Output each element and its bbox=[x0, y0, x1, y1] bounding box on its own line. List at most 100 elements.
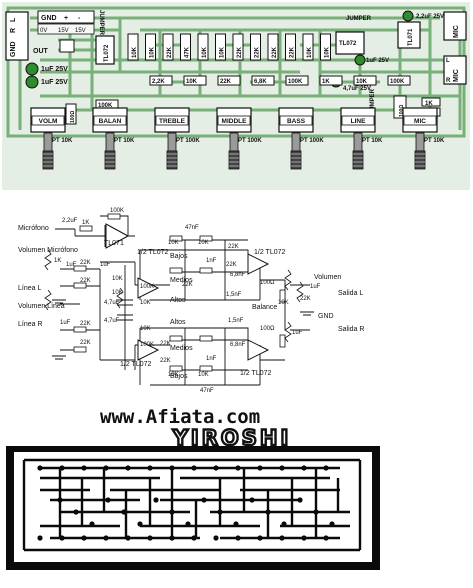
label-salida-l: Salida L bbox=[338, 290, 363, 297]
ic-chip-2: TL072 bbox=[335, 31, 365, 55]
value-bottom: 100Ω bbox=[260, 326, 275, 332]
resistor-top: 22K bbox=[162, 33, 174, 61]
resistor-top: 10K bbox=[302, 33, 314, 61]
value-bottom: 10K bbox=[168, 372, 179, 378]
label-balance: Balance bbox=[252, 304, 277, 311]
cap-left-2-label: 1uF 25V bbox=[41, 79, 68, 86]
pot-value: PT 10K bbox=[362, 138, 383, 144]
supply-15v-pos: 15V bbox=[58, 28, 69, 34]
connector-gnd-label: GND bbox=[10, 41, 17, 57]
resistor-top: 22K bbox=[267, 33, 279, 61]
opamp-bottom-right bbox=[247, 339, 270, 361]
opamp-label-2: 1/2 TL072 bbox=[254, 249, 286, 256]
cap-right-3-label: 4,7uF 25V bbox=[343, 86, 371, 92]
potentiometer: BALAN PT 10K bbox=[92, 107, 135, 170]
pot-label: VOLM bbox=[39, 118, 58, 125]
mic-connector-bottom: MIC bbox=[443, 55, 467, 85]
svg-text:22K: 22K bbox=[237, 46, 243, 58]
pot-label: BALAN bbox=[99, 118, 122, 125]
opamp-label-1: 1/2 TL072 bbox=[137, 249, 169, 256]
svg-text:100K: 100K bbox=[390, 79, 405, 85]
label-linea-l: Línea L bbox=[18, 285, 41, 292]
tone-medios-top: Medios bbox=[170, 277, 193, 284]
jumper-label-2: JUMPER bbox=[346, 16, 372, 22]
svg-text:100K: 100K bbox=[98, 103, 113, 109]
opamp-label-3: 1/2 TL072 bbox=[120, 361, 152, 368]
out-label: OUT bbox=[33, 48, 49, 55]
value-top: 22K bbox=[228, 244, 239, 250]
value-top: 1K bbox=[82, 220, 89, 226]
pot-label: LINE bbox=[351, 118, 366, 125]
resistor-top: 22K bbox=[285, 33, 296, 61]
jumper-label-1: JUMPER bbox=[98, 10, 104, 36]
opamp-mic bbox=[105, 223, 130, 249]
value-bottom: 6,8nF bbox=[230, 342, 246, 348]
svg-text:10K: 10K bbox=[202, 46, 208, 58]
resistor-middle: 10K bbox=[353, 75, 377, 86]
value-top: 1nF bbox=[206, 258, 217, 264]
resistor-middle: 1K bbox=[319, 75, 343, 86]
resistor-top: 47K bbox=[180, 33, 191, 61]
resistor-middle: 6,8K bbox=[251, 75, 275, 86]
tone-medios-bottom: Medios bbox=[170, 345, 193, 352]
svg-text:22K: 22K bbox=[255, 46, 261, 58]
value-top: 4,7uF bbox=[104, 300, 120, 306]
value-top: 22K bbox=[182, 282, 193, 288]
supply-gnd: GND bbox=[41, 15, 57, 22]
value-left: 1K bbox=[54, 258, 61, 264]
resistor-row-top: 10K 10K 22K 47K 10K 10K 22K 22K 22K 22K 10K 10K bbox=[127, 33, 331, 61]
resistor-top: 10K bbox=[127, 33, 139, 61]
capacitor-left-1 bbox=[25, 62, 39, 76]
pot-value: PT 10K bbox=[114, 138, 135, 144]
ic-chip-3: TL071 bbox=[397, 21, 421, 49]
potentiometer: LINE PT 10K bbox=[340, 107, 383, 170]
svg-text:10K: 10K bbox=[356, 79, 368, 85]
svg-text:10K: 10K bbox=[325, 46, 331, 58]
jumper-label-3: JUMPER bbox=[370, 88, 376, 114]
value-bottom: 1nF bbox=[206, 356, 217, 362]
label-salida-r: Salida R bbox=[338, 326, 364, 333]
value-top: 6,8nF bbox=[230, 272, 246, 278]
svg-text:100K: 100K bbox=[288, 79, 303, 85]
value-bottom: 100Ω bbox=[260, 280, 275, 286]
supply-header: GND + - 0V 15V 15V bbox=[37, 10, 95, 35]
supply-0v: 0V bbox=[40, 28, 47, 34]
value-left: 10K bbox=[112, 290, 123, 296]
resistor-middle: 10K bbox=[183, 75, 207, 86]
svg-text:1K: 1K bbox=[425, 101, 433, 107]
resistor-middle: 100K bbox=[285, 75, 309, 86]
resistor-top: 22K bbox=[250, 33, 261, 61]
svg-text:10K: 10K bbox=[150, 46, 156, 58]
capacitor-left-2 bbox=[25, 75, 39, 89]
opamp-symbols bbox=[105, 223, 270, 361]
label-microfono: Micrófono bbox=[18, 225, 49, 232]
value-bottom: 4,7uF bbox=[104, 318, 120, 324]
svg-text:10K: 10K bbox=[307, 46, 313, 58]
tone-altos-top: Altos bbox=[170, 297, 186, 304]
pot-value: PT 100K bbox=[176, 138, 200, 144]
value-left: 1uF bbox=[100, 262, 111, 268]
svg-text:10K: 10K bbox=[220, 46, 226, 58]
value-bottom: 1,5nF bbox=[228, 318, 244, 324]
svg-text:100Ω: 100Ω bbox=[399, 105, 405, 117]
label-volumen-mic: Volumen Micrófono bbox=[18, 247, 78, 254]
value-bottom: 1uF bbox=[310, 284, 321, 290]
svg-text:TL072: TL072 bbox=[339, 41, 357, 47]
label-volumen-linea: Volumen Línea bbox=[18, 303, 65, 310]
svg-text:1K: 1K bbox=[322, 79, 330, 85]
label-volumen-out: Volumen bbox=[314, 274, 341, 281]
connector-l-label: L bbox=[10, 17, 17, 22]
svg-text:MIC: MIC bbox=[453, 25, 460, 38]
pcb-component-layout: GND R L OUT GND + - 0V 15V 15V JUMPER 1u… bbox=[2, 2, 470, 190]
pot-label: BASS bbox=[287, 118, 306, 125]
value-left: 22K bbox=[80, 340, 91, 346]
value-bottom: 47nF bbox=[200, 388, 214, 394]
supply-15v-neg: 15V bbox=[75, 28, 86, 34]
resistor-100ohm-b bbox=[65, 103, 77, 125]
value-top: 100K bbox=[140, 284, 154, 290]
pot-label: MIDDLE bbox=[222, 118, 248, 125]
opamp-top-right bbox=[247, 253, 270, 275]
svg-text:6,8K: 6,8K bbox=[254, 79, 267, 85]
